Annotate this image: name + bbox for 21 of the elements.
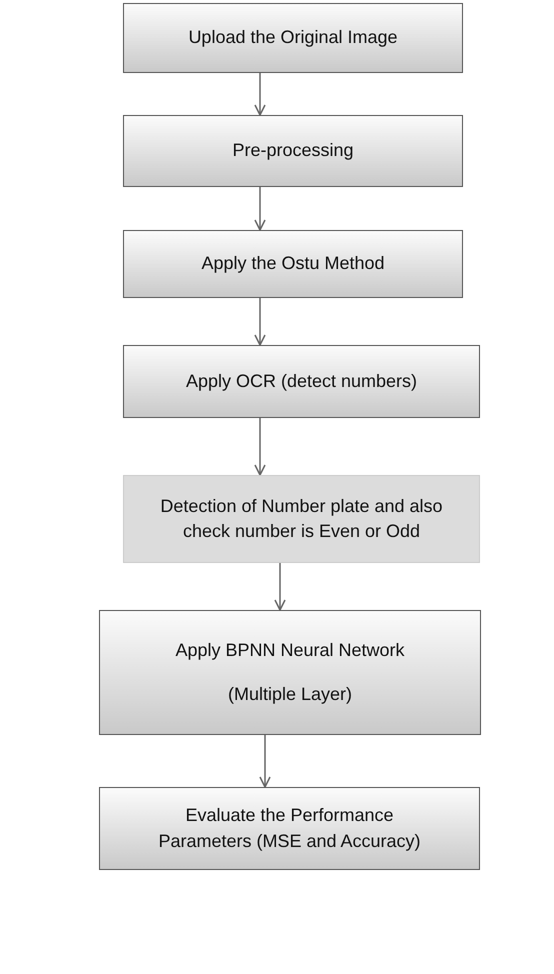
process-box <box>123 3 463 73</box>
step-label: Upload the Original Image <box>188 26 398 50</box>
arrow <box>254 187 266 231</box>
step-label: Apply BPNN Neural Network <box>175 639 405 662</box>
step-label: Pre-processing <box>232 139 354 162</box>
step-label: Apply OCR (detect numbers) <box>186 370 418 393</box>
step-label: (Multiple Layer) <box>228 682 352 706</box>
process-box <box>123 345 480 418</box>
process-box <box>123 115 463 187</box>
step-label: Detection of Number plate and also check number is Even or Odd <box>159 494 444 543</box>
step-label: Evaluate the Performance Parameters (MSE and Accuracy) <box>157 804 422 853</box>
process-box <box>99 610 481 735</box>
arrow <box>254 418 266 476</box>
arrow <box>259 735 271 788</box>
process-box <box>123 475 480 563</box>
arrow <box>274 563 286 611</box>
arrow <box>254 298 266 346</box>
process-box <box>123 230 463 298</box>
arrow <box>254 73 266 116</box>
step-label: Apply the Ostu Method <box>201 252 385 276</box>
process-box <box>99 787 480 870</box>
